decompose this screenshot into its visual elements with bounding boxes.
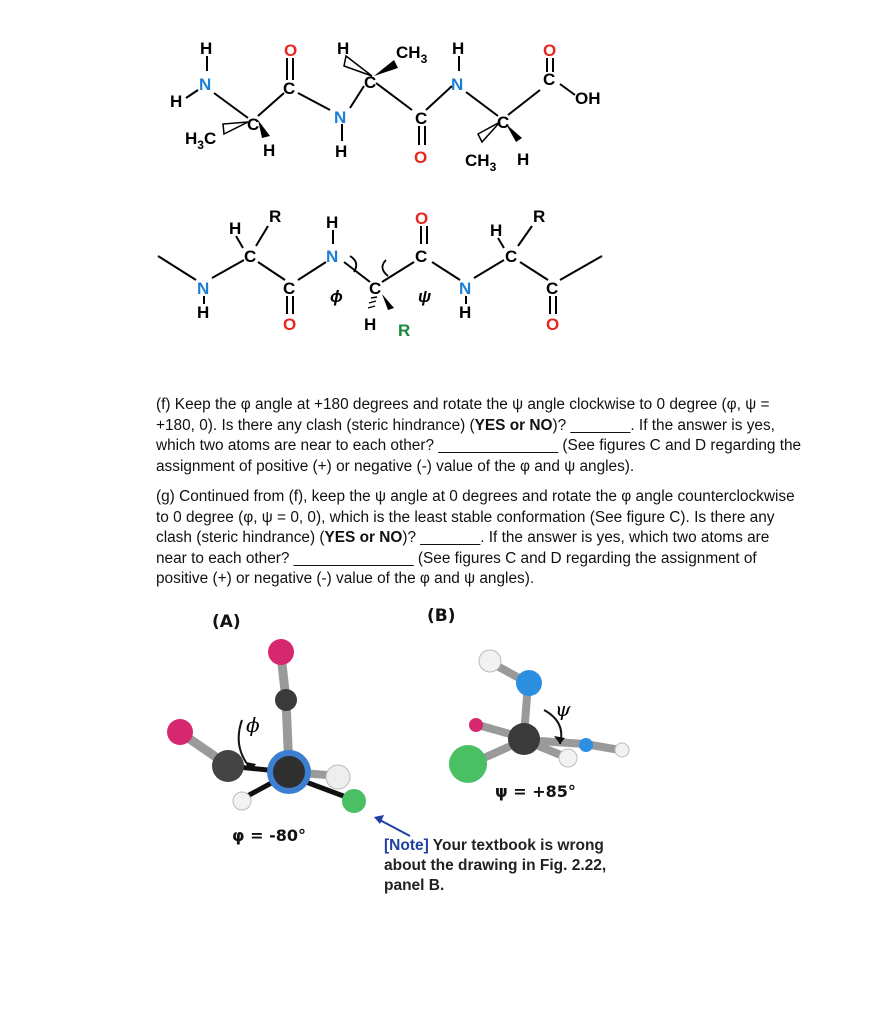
atom-n: N xyxy=(334,108,346,127)
question-g-choice: YES or NO xyxy=(324,529,403,546)
hydrogen-atom xyxy=(478,649,502,673)
atom-ch3: H3C xyxy=(185,129,216,152)
phi-rotation-arrow xyxy=(349,255,358,273)
panel-a-label: (A) xyxy=(212,612,241,632)
tripeptide-structure: H N H O C C H3C H N H H CH3 C C O H N C … xyxy=(170,39,601,174)
backbone-phi-psi-structure: N H H R C C O H N ϕ C H R ψ C O N H H R … xyxy=(157,207,603,340)
question-f-choice: YES or NO xyxy=(474,416,553,434)
atom-h: H xyxy=(229,219,241,238)
psi-rotation-arrow xyxy=(381,259,389,277)
atom-n: N xyxy=(197,279,209,298)
hydrogen-atom xyxy=(325,764,351,790)
atom-ch3: CH3 xyxy=(396,43,428,66)
carbon-atom xyxy=(273,756,305,788)
atom-oh: OH xyxy=(575,89,601,108)
atom-c: C xyxy=(497,113,509,132)
atom-r: R xyxy=(269,207,281,226)
atom-c: C xyxy=(415,247,427,266)
phi-symbol: ϕ xyxy=(246,713,260,737)
question-f: (f) Keep the φ angle at +180 degrees and… xyxy=(156,395,802,477)
atom-o: O xyxy=(546,315,559,334)
hydrogen-atom xyxy=(558,748,578,768)
atom-h: H xyxy=(517,150,529,169)
panel-b-label: (B) xyxy=(427,606,456,626)
carbon-atom xyxy=(275,689,297,711)
atom-n: N xyxy=(459,279,471,298)
note-arrow xyxy=(375,817,411,837)
atom-c: C xyxy=(364,73,376,92)
side-chain-atom xyxy=(342,789,366,813)
atom-c: C xyxy=(369,279,381,298)
hydrogen-atom xyxy=(232,791,252,811)
side-chain-atom xyxy=(449,745,487,783)
atom-h: H xyxy=(335,142,347,161)
phi-arc-arrow xyxy=(237,719,253,771)
atom-h: H xyxy=(490,221,502,240)
carbon-atom xyxy=(212,750,244,782)
atom-n: N xyxy=(199,75,211,94)
nitrogen-atom xyxy=(516,670,542,696)
atom-r: R xyxy=(398,321,410,340)
hydrogen-atom xyxy=(614,742,630,758)
psi-angle-value: ψ = +85° xyxy=(495,782,576,801)
textbook-note: [Note] Your textbook is wrong about the … xyxy=(384,836,634,896)
atom-c: C xyxy=(283,279,295,298)
atom-c: C xyxy=(415,109,427,128)
atom-n: N xyxy=(451,75,463,94)
atom-c: C xyxy=(283,79,295,98)
atom-c: C xyxy=(505,247,517,266)
carbon-atom xyxy=(508,723,540,755)
atom-h: H xyxy=(337,39,349,58)
atom-h: H xyxy=(170,92,182,111)
atom-c: C xyxy=(543,70,555,89)
atom-h: H xyxy=(459,303,471,322)
atom-h: H xyxy=(326,213,338,232)
atom-o: O xyxy=(543,41,556,60)
atom-o: O xyxy=(415,209,428,228)
atom-h: H xyxy=(263,141,275,160)
question-g: (g) Continued from (f), keep the ψ angle… xyxy=(156,487,802,590)
atom-c: C xyxy=(244,247,256,266)
question-g-text: (g) Continued from (f), keep the ψ angle… xyxy=(156,488,795,546)
question-g-text: )? _______. If the answer is yes, which … xyxy=(156,529,770,587)
phi-symbol: ϕ xyxy=(330,287,343,306)
note-text: Your textbook is wrong about the drawing… xyxy=(384,837,607,894)
atom-o: O xyxy=(283,315,296,334)
atom-o: O xyxy=(414,148,427,167)
question-f-text: (f) Keep the φ angle at +180 degrees and… xyxy=(156,396,770,434)
oxygen-atom xyxy=(469,718,483,732)
atom-h: H xyxy=(200,39,212,58)
question-f-text: )? _______. If the answer is yes, which … xyxy=(156,416,802,475)
atom-o: O xyxy=(284,41,297,60)
atom-r: R xyxy=(533,207,545,226)
oxygen-atom xyxy=(268,639,294,665)
psi-symbol: ψ xyxy=(418,287,431,306)
atom-h: H xyxy=(364,315,376,334)
atom-h: H xyxy=(197,303,209,322)
atom-c: C xyxy=(247,115,259,134)
oxygen-atom xyxy=(167,719,193,745)
atom-c: C xyxy=(546,279,558,298)
note-tag: [Note] xyxy=(384,837,429,854)
atom-ch3: CH3 xyxy=(465,151,497,174)
phi-angle-value: φ = -80° xyxy=(232,826,306,845)
atom-n: N xyxy=(326,247,338,266)
nitrogen-atom xyxy=(579,738,593,752)
psi-symbol: ψ xyxy=(555,697,571,721)
atom-h: H xyxy=(452,39,464,58)
